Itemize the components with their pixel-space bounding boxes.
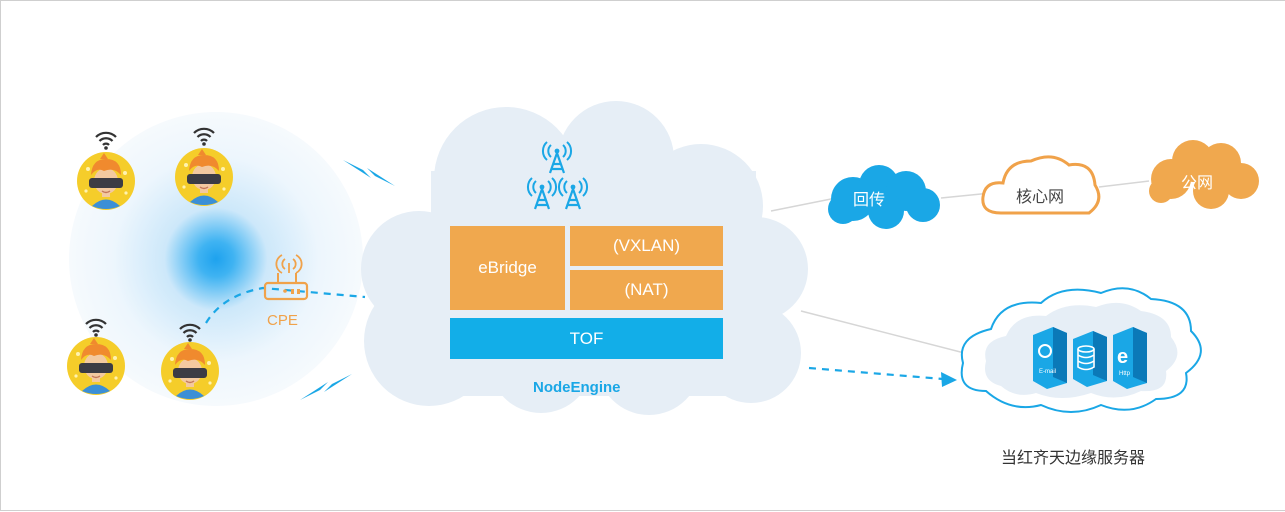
vr-user-icon (76, 151, 136, 211)
router-icon (263, 254, 309, 301)
core-network-cloud (981, 155, 1101, 215)
link-to-backhaul (770, 198, 832, 212)
wifi-icon (94, 131, 118, 151)
cpe-label: CPE (267, 312, 298, 329)
node-engine-label: NodeEngine (533, 379, 621, 396)
edge-traffic-arrow (808, 366, 944, 381)
backhaul-label: 回传 (853, 192, 886, 209)
backhaul-cloud (828, 165, 940, 229)
wireless-link-icon (343, 160, 395, 186)
coverage-area (69, 112, 363, 406)
link-to-public (1098, 180, 1150, 188)
vr-user-icon (160, 341, 220, 401)
nat-block: (NAT) (570, 270, 723, 310)
public-network-cloud (1149, 140, 1259, 209)
http-icon: e Http (1113, 327, 1147, 389)
link-to-edge-server (800, 310, 977, 357)
ebridge-block: eBridge (450, 226, 565, 310)
email-icon: E-mail (1033, 327, 1067, 389)
wireless-link-icon (300, 374, 352, 400)
arrow-head-icon (941, 372, 957, 387)
public-network-label: 公网 (1181, 175, 1214, 192)
svg-text:e: e (1117, 346, 1128, 368)
tof-block: TOF (450, 318, 723, 359)
svg-text:E-mail: E-mail (1039, 369, 1056, 375)
vr-user-icon (66, 336, 126, 396)
core-network-label: 核心网 (1016, 189, 1065, 206)
cpe-uplink (205, 286, 366, 324)
vxlan-block: (VXLAN) (570, 226, 723, 266)
vr-user-icon (174, 147, 234, 207)
edge-server-label: 当红齐天边缘服务器 (1001, 450, 1146, 467)
database-icon (1073, 331, 1107, 387)
svg-text:Http: Http (1119, 371, 1131, 377)
